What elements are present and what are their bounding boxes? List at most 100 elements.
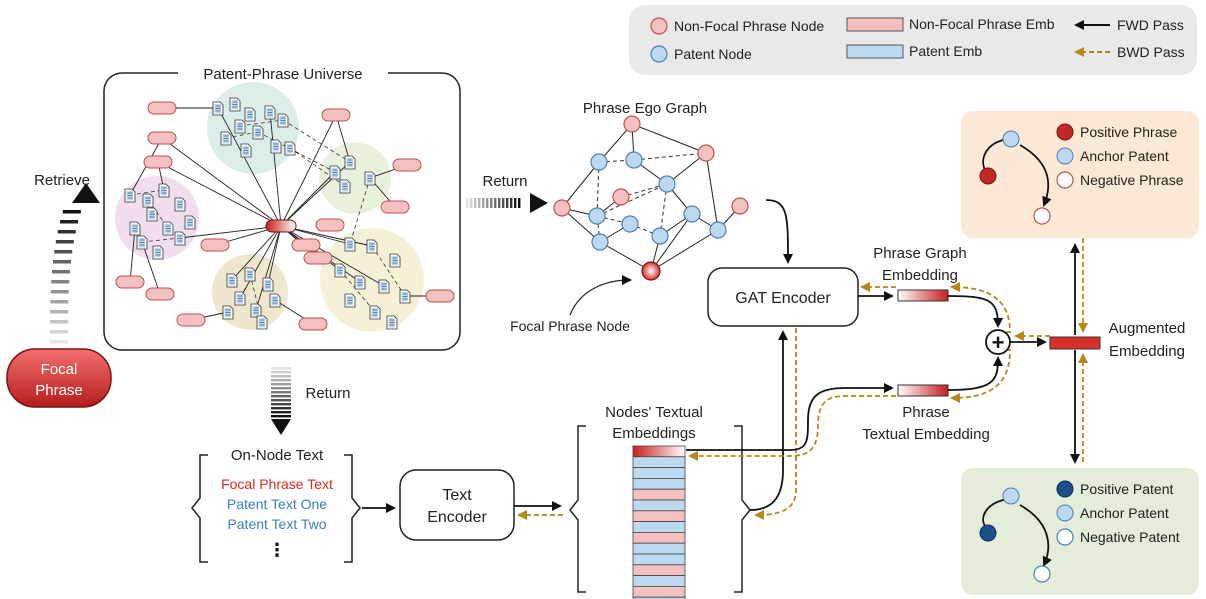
text-encoder-line2: Encoder (427, 509, 487, 526)
document-icon (339, 179, 351, 194)
universe-title: Patent-Phrase Universe (203, 66, 362, 83)
document-icon (269, 293, 281, 308)
anchor-patent-label: Anchor Patent (1080, 148, 1169, 164)
legend-bwd-pass: BWD Pass (1117, 44, 1185, 60)
document-icon (212, 101, 224, 116)
ego-focal-node (641, 261, 661, 281)
universe-edge (280, 114, 337, 227)
arrow-dash (271, 415, 291, 418)
arrow-dash (498, 198, 501, 208)
augmented-line1: Augmented (1109, 320, 1186, 337)
embedding-row (632, 467, 686, 479)
phrase-ego-graph: Phrase Ego Graph Focal Phrase Node (510, 100, 749, 334)
document-icon (158, 183, 170, 198)
universe-nodes (115, 97, 455, 331)
arrow-dash (486, 198, 489, 208)
graph-emb-to-plus-arrow (947, 295, 1003, 328)
phrase-textual-embedding: Phrase Textual Embedding (862, 384, 990, 443)
on-node-text: On-Node Text Focal Phrase Text Patent Te… (191, 447, 361, 563)
arrow-dash (50, 340, 68, 344)
embedding-row (632, 542, 686, 555)
legend-phrase-emb-icon (846, 17, 904, 32)
document-icon (234, 119, 246, 134)
embedding-row (632, 488, 686, 501)
anchor-patent-label-2: Anchor Patent (1080, 505, 1169, 521)
negative-phrase-node (1033, 207, 1051, 225)
document-icon (256, 315, 268, 330)
arrow-dash (50, 330, 69, 334)
universe-edge (141, 241, 161, 295)
ego-patent-node (590, 153, 608, 171)
document-icon (240, 143, 252, 158)
document-icon (220, 131, 232, 146)
focal-phrase-box: Focal Phrase (6, 348, 112, 408)
legend-negative-patent-icon (1056, 528, 1074, 546)
arrow-dash (502, 198, 505, 208)
arrow-dash (55, 240, 74, 244)
legend-non-focal-phrase-emb: Non-Focal Phrase Emb (909, 16, 1055, 32)
document-icon (136, 235, 148, 250)
return-bottom-label: Return (305, 385, 350, 402)
embedding-row (632, 596, 686, 599)
bwd-plus-to-text-emb (950, 349, 1011, 403)
universe-dashed-edge (371, 245, 406, 297)
ego-patent-node (683, 205, 701, 223)
arrow-dash (271, 399, 291, 402)
ego-phrase-node (623, 115, 641, 133)
negative-phrase-label: Negative Phrase (1080, 172, 1184, 188)
ego-patent-node (651, 227, 669, 245)
ego-patent-node (709, 221, 727, 239)
arrow-dash (474, 198, 477, 208)
document-icon (389, 253, 401, 268)
document-icon (399, 289, 411, 304)
embeddings-left-brace (569, 425, 586, 593)
augmented-line2: Embedding (1109, 343, 1185, 360)
document-icon (142, 193, 154, 208)
universe-edge (239, 225, 282, 299)
legend-phrase-node-icon (650, 17, 668, 35)
return-bottom-arrow: Return (271, 367, 351, 435)
legend-patent-emb-icon (846, 44, 904, 59)
legend-patent-emb: Patent Emb (909, 43, 982, 59)
legend-anchor-patent-icon (1056, 147, 1074, 165)
ego-dashed-edge (633, 152, 707, 161)
universe-edge (255, 225, 282, 311)
legend-negative-phrase-icon (1056, 171, 1074, 189)
embedding-row (632, 553, 686, 566)
arrow-dash (271, 379, 291, 382)
document-icon (344, 237, 356, 252)
embedding-row (632, 456, 686, 468)
focal-emb-to-textual-emb-arrow (686, 383, 894, 451)
nodes-textual-embeddings: Nodes' Textual Embeddings (569, 404, 751, 599)
arrow-dash (62, 210, 81, 214)
universe-edge (217, 107, 282, 227)
document-icon (366, 239, 378, 254)
more-texts-ellipsis: ⋮ (268, 540, 286, 560)
ego-patent-node (658, 175, 676, 193)
arrow-dash (271, 407, 291, 410)
universe-phrase-node (291, 238, 321, 252)
document-icon (369, 305, 381, 320)
positive-phrase-label: Positive Phrase (1080, 124, 1177, 140)
anchor-patent-node (1002, 130, 1020, 148)
embeddings-line2: Embeddings (612, 425, 695, 442)
arrow-dash (271, 367, 291, 370)
document-icon (184, 215, 196, 230)
arrow-dash (470, 198, 473, 208)
arrow-dash (50, 300, 69, 304)
arrow-dash (57, 230, 76, 234)
ego-dashed-edge (596, 183, 668, 217)
universe-phrase-node (425, 289, 455, 303)
on-node-right-brace (344, 454, 361, 563)
document-icon (354, 275, 366, 290)
legend-fwd-pass: FWD Pass (1117, 17, 1184, 33)
universe-edge (280, 225, 373, 247)
embedding-row (632, 532, 686, 544)
embedding-row (632, 564, 686, 576)
embedding-row (632, 477, 686, 490)
universe-focal-node (265, 219, 297, 233)
universe-phrase-node (147, 131, 177, 145)
universe-dashed-edge (339, 269, 376, 313)
ego-patent-node (621, 215, 639, 233)
document-icon (244, 107, 256, 122)
